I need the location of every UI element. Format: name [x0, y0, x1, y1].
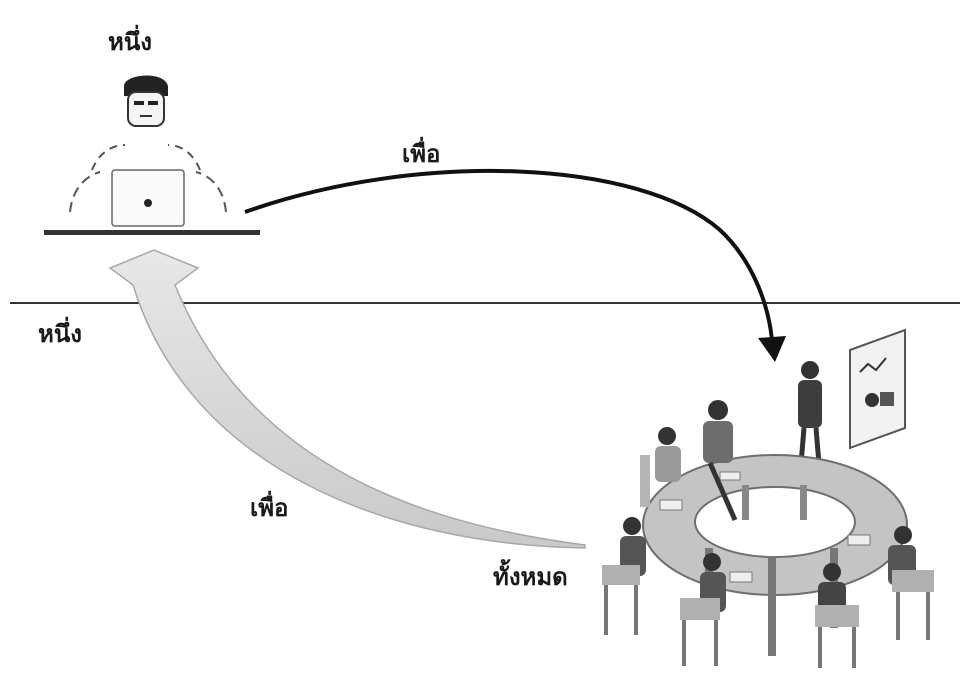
black-arrow-head — [758, 336, 786, 362]
team-meeting-round-table-icon — [602, 328, 934, 668]
group-label: ทั้งหมด — [493, 563, 568, 591]
seated-person-4 — [680, 553, 726, 666]
individual-label: หนึ่ง — [108, 28, 152, 56]
person-at-laptop-icon — [44, 75, 260, 235]
top-arrow-label: เพื่อ — [402, 140, 441, 168]
black-curved-arrow — [244, 168, 774, 341]
seated-person-6 — [888, 526, 934, 640]
seated-person-2 — [703, 400, 738, 522]
bottom-arrow-label: เพื่อ — [250, 494, 289, 522]
gray-curved-arrow — [108, 249, 586, 549]
seated-person-1 — [640, 427, 681, 507]
presentation-board — [849, 328, 906, 450]
seated-person-3 — [602, 517, 646, 635]
below-line-label: หนึ่ง — [38, 320, 82, 348]
seated-person-5 — [815, 563, 859, 668]
